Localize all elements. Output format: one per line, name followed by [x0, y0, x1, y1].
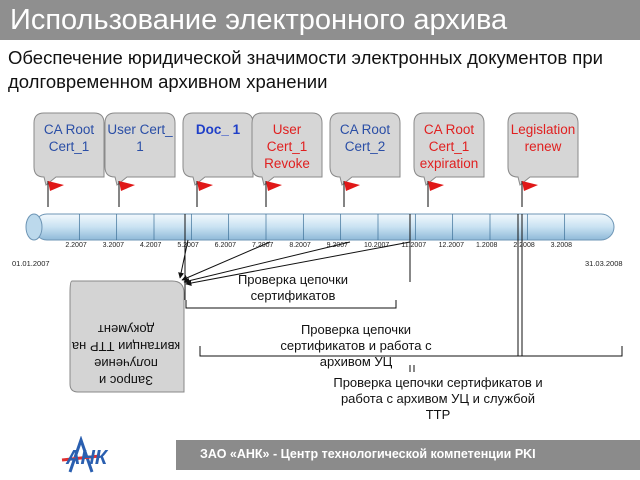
request-box [69, 280, 185, 393]
flag-icon [47, 181, 64, 207]
company-logo [61, 436, 101, 473]
title-bar [0, 0, 640, 40]
event-label: Legislation renew [510, 122, 576, 154]
event-box [182, 112, 254, 186]
timeline-tick-label: 6.2007 [214, 242, 237, 249]
event-box [413, 112, 485, 186]
event-box [104, 112, 176, 186]
timeline-tick-label: 4.2007 [140, 242, 162, 249]
check-label-3: Проверка цепочки сертификатов и работа с… [333, 375, 543, 422]
event-box [329, 112, 401, 186]
footer-bar [176, 440, 640, 470]
timeline-tick-label: 11.2007 [401, 242, 427, 249]
page-subtitle: Обеспечение юридической значимости элект… [8, 47, 603, 92]
flag-icon [118, 181, 135, 207]
timeline-tick-label: 5.2007 [177, 242, 199, 249]
check-label-1: Проверка цепочки сертификатов [237, 272, 349, 303]
event-label: CA Root Cert_2 [339, 122, 391, 154]
request-box-label: Запрос и получение квитанции ТТР на доку… [71, 322, 181, 388]
event-label: CA Root Cert_1 expiration [419, 122, 479, 171]
timeline-start-label: 01.01.2007 [12, 259, 50, 268]
timeline-tick-label: 1.2008 [476, 242, 498, 249]
flag-icon [265, 181, 282, 207]
timeline-tick-label: 3.2008 [550, 242, 573, 249]
event-label: User Cert_ 1 [107, 122, 173, 154]
flag-icon [343, 181, 360, 207]
check-bracket-1 [185, 300, 397, 309]
timeline-end-label: 31.03.2008 [585, 259, 623, 268]
timeline-tick-label: 10.2007 [364, 242, 390, 249]
event-label: CA Root Cert_1 [43, 122, 95, 154]
timeline-tick-label: 2.2007 [65, 242, 87, 249]
check-bracket-2 [199, 346, 623, 357]
check-label-2: Проверка цепочки сертификатов и работа с… [280, 322, 432, 369]
event-label: Doc_ 1 [195, 122, 241, 137]
flag-icon [521, 181, 538, 207]
timeline-tick-label: 8.2007 [289, 242, 311, 249]
flag-icon [196, 181, 213, 207]
event-box [251, 112, 323, 186]
page-title: Использование электронного архива [10, 4, 508, 36]
event-label: User Cert_1 Revoke [264, 122, 310, 171]
flag-icon [427, 181, 444, 207]
timeline-tick-label: 3.2007 [102, 242, 125, 249]
event-box [33, 112, 105, 186]
timeline-tick-label: 12.2007 [438, 242, 464, 249]
timeline-tick-label: 2.2008 [513, 242, 535, 249]
timeline-bar [25, 213, 615, 241]
timeline-tick-label: 9.2007 [326, 242, 349, 249]
request-arrows [178, 239, 411, 286]
footer-text: ЗАО «АНК» - Центр технологической компет… [200, 447, 536, 461]
logo-text: АНК [66, 447, 108, 469]
timeline-tick-label: 7.2007 [252, 242, 274, 249]
event-box [507, 112, 579, 186]
